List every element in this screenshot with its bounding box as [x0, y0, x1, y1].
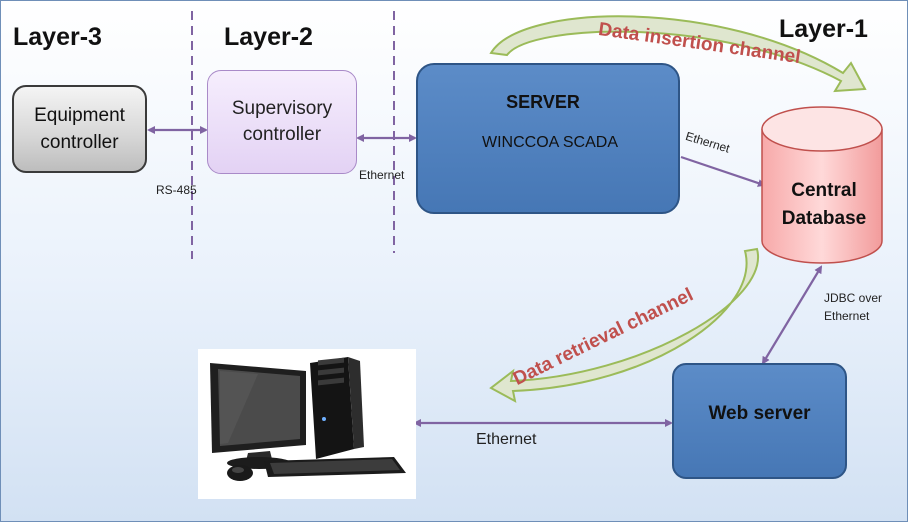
jdbc-label: JDBC over Ethernet — [824, 291, 883, 323]
database-cylinder-icon — [761, 106, 883, 264]
web-server-label: Web server — [708, 403, 811, 424]
ethernet-supervisory-server-label: Ethernet — [359, 168, 405, 182]
link-server-database — [680, 155, 766, 187]
link-database-webserver — [761, 265, 823, 365]
desktop-computer-icon — [210, 357, 406, 481]
equipment-controller-node: Equipment controller — [12, 85, 147, 173]
layer-3-title: Layer-3 — [13, 23, 102, 51]
server-title: SERVER — [506, 92, 580, 112]
server-node: SERVER WINCCOA SCADA — [416, 63, 680, 214]
server-subtitle: WINCCOA SCADA — [481, 134, 618, 151]
web-server-node: Web server — [672, 363, 847, 479]
layer-2-title: Layer-2 — [224, 23, 313, 51]
central-database-label: Central Database — [781, 180, 867, 229]
ethernet-pc-webserver-label: Ethernet — [476, 431, 537, 448]
layer-1-title: Layer-1 — [779, 15, 868, 43]
client-pc-image — [198, 349, 416, 499]
data-insertion-arrow — [489, 15, 867, 93]
supervisory-controller-label: Supervisory controller — [231, 98, 333, 145]
rs485-label: RS-485 — [156, 183, 197, 197]
supervisory-controller-node: Supervisory controller — [207, 70, 357, 174]
data-retrieval-arrow — [489, 247, 760, 403]
equipment-controller-label: Equipment controller — [34, 105, 125, 153]
